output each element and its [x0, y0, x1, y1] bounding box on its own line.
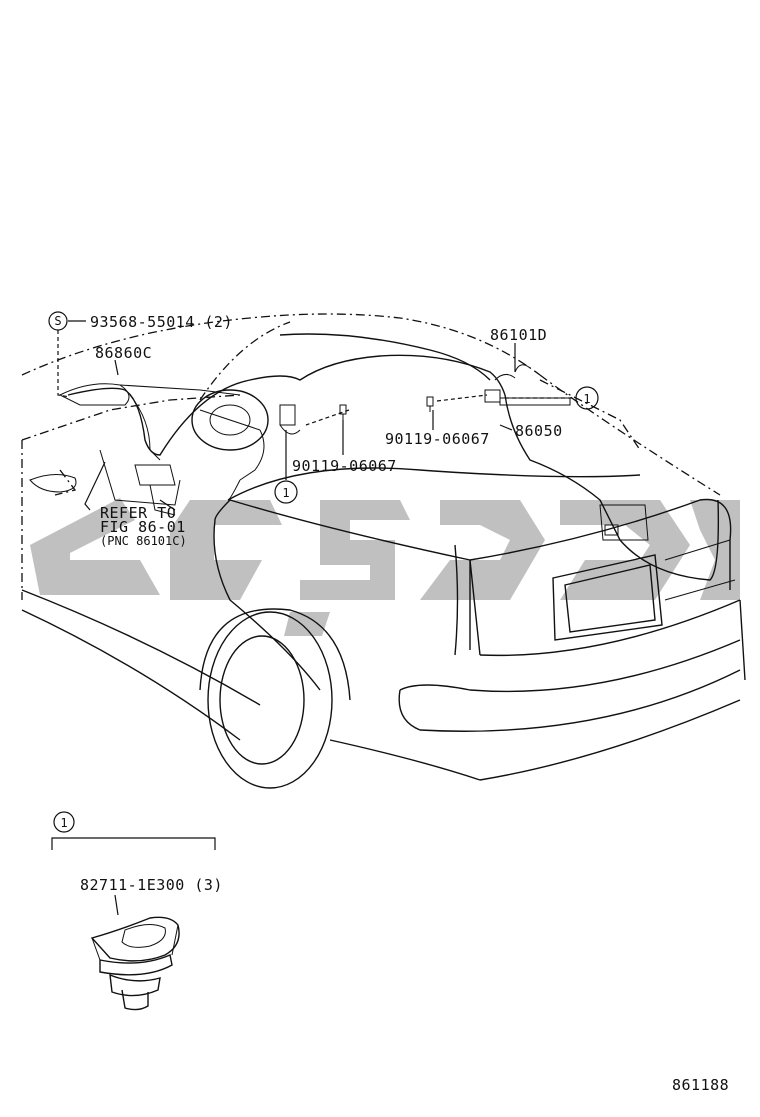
- callout-circle-1: 1: [274, 480, 298, 504]
- figure-number: 861188: [672, 1076, 729, 1094]
- leader-lines: [57, 320, 575, 916]
- screw-icon: [426, 396, 434, 412]
- svg-text:1: 1: [282, 486, 289, 500]
- part-label-90119-b: 90119-06067: [292, 457, 397, 475]
- s-marker: S: [48, 311, 68, 331]
- screw-icon: [339, 404, 347, 420]
- svg-text:1: 1: [583, 392, 590, 406]
- part-label-93568: 93568-55014 (2): [90, 313, 233, 331]
- refer-note-line-1: REFER TO: [100, 504, 176, 522]
- detail-group-1: 1: [51, 811, 216, 850]
- part-label-86860c: 86860C: [95, 344, 152, 362]
- vehicle-outline: [21, 313, 746, 789]
- wire-harness: [67, 333, 720, 581]
- svg-text:S: S: [54, 314, 61, 328]
- clip-icon: [90, 916, 180, 1011]
- refer-note-line-3: (PNC 86101C): [100, 534, 187, 548]
- part-label-86050: 86050: [515, 422, 563, 440]
- watermark-logo: [30, 498, 740, 636]
- part-label-82711: 82711-1E300 (3): [80, 876, 223, 894]
- callout-circle-1: 1: [575, 386, 599, 410]
- part-label-86101d: 86101D: [490, 326, 547, 344]
- refer-note-line-2: FIG 86-01: [100, 518, 186, 536]
- svg-text:1: 1: [60, 816, 67, 830]
- part-label-90119-a: 90119-06067: [385, 430, 490, 448]
